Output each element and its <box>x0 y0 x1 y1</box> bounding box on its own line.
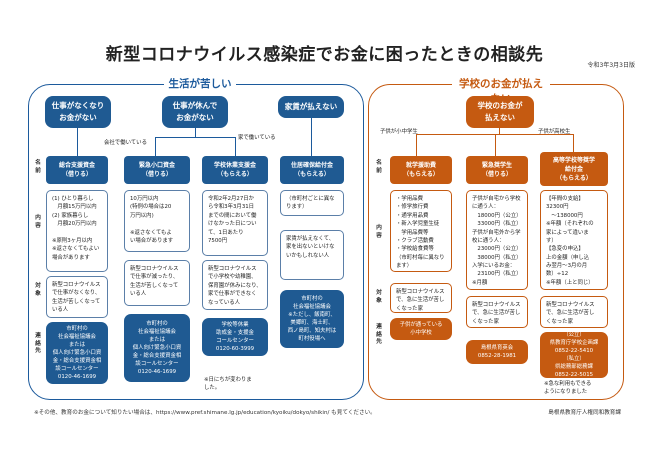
fund-content-school-aid: ・学用品費 ・修学旅行費 ・通学用品費 ・新入学児童生徒 学用品費等 ・クラブ活… <box>390 190 452 272</box>
fund-content-emergency-scholarship: 子供が自宅から学校 に通う人： 18000円（公立） 33000円（私立） 子供… <box>466 190 528 290</box>
fund-contact-general-support: 市町村の 社会福祉協議会 または 個人向け緊急小口資 金・総合支援資金相 談コー… <box>46 322 108 384</box>
left-section-title: 生活が苦しい <box>164 76 236 91</box>
label-high: 子供が高校生 <box>538 129 571 135</box>
row-label-name: 名 前 <box>35 160 41 174</box>
connector <box>495 134 497 156</box>
fund-name-emergency-loan: 緊急小口資金 （借りる） <box>124 156 190 184</box>
fund-target-high-school-benefit: 新型コロナウイルス で、急に生活が苦し くなった家 <box>540 296 608 328</box>
row-label-target: 対 象 <box>35 283 41 297</box>
fund-name-emergency-scholarship: 緊急奨学生 （借りる） <box>466 156 528 184</box>
fund-name-school-closure: 学校休業支援金 （もらえる） <box>202 156 268 184</box>
fund-target-emergency-scholarship: 新型コロナウイルス で、急に生活が苦し くなった家 <box>466 296 528 328</box>
row-label-content-right: 内 容 <box>376 225 382 239</box>
connector <box>77 128 79 156</box>
fund-note-school-closure: ※日にちが変わりま した。 <box>204 377 252 392</box>
edition-date: 令和3年3月3日版 <box>587 62 635 69</box>
fund-contact-high-school-benefit: （公立） 県教育庁学校企画課 0852-22-5410 （私立） 県総務部総務課… <box>540 332 608 378</box>
fund-note-high-school-benefit: ※急な利用もできる ようになりました <box>544 381 592 396</box>
fund-target-emergency-loan: 新型コロナウイルス で仕事が減ったり、 生活が苦しくなって いる人 <box>124 260 190 306</box>
fund-content-general-support: (1) ひとり暮らし 月額15万円以内 (2) 家族暮らし 月額20万円以内 ※… <box>46 190 108 272</box>
label-company-leave: 会社で働いている <box>104 140 147 146</box>
fund-name-school-aid: 就学援助費 （もらえる） <box>390 156 452 184</box>
footer-department: 島根県教育庁人権同和教育課 <box>548 410 621 416</box>
fund-name-high-school-benefit: 高等学校等奨学 給付金 （もらえる） <box>540 152 608 186</box>
fund-contact-school-closure: 学校等休業 助成金・支援金 コールセンター 0120-60-3999 <box>202 318 268 356</box>
row-label-target-right: 対 象 <box>376 290 382 304</box>
fund-target-school-closure: 新型コロナウイルス で小学校や幼稚園、 保育園が休みになり、 家で仕事ができなく… <box>202 260 268 310</box>
school-fee-box: 学校のお金が 払えない <box>466 96 534 128</box>
fund-contact-school-aid: 子供が通っている 小中学校 <box>390 318 452 340</box>
fund-name-general-support: 総合支援資金 （借りる） <box>46 156 108 184</box>
fund-content-emergency-loan: 10万円以内 (特例の場合は20 万円以内) ※返さなくてもよ い場合があります <box>124 190 190 252</box>
leave-box: 仕事が休んで お金がない <box>162 96 228 128</box>
no-work-box: 仕事がなくなり お金がない <box>45 96 111 128</box>
fund-contact-housing: 市町村の 社会福祉協議会 ※ただし、飯南町、 美郷町、海士町、 西ノ島町、知夫村… <box>280 290 344 348</box>
rent-box: 家賃が払えない <box>278 96 344 118</box>
row-label-contact-right: 連 絡 先 <box>376 324 382 346</box>
fund-content-high-school-benefit: 【年間の支給】 32300円 ～138000円 ※年額（それぞれの 家によって違… <box>540 190 608 290</box>
row-label-name-right: 名 前 <box>376 160 382 174</box>
row-label-contact: 連 絡 先 <box>35 333 41 355</box>
label-elementary: 子供が小中学生 <box>380 129 418 135</box>
fund-target-housing: 家賃が払えなくて、 家を出ないといけな いかもしれない人 <box>280 230 344 280</box>
connector <box>155 137 157 156</box>
fund-contact-emergency-scholarship: 島根県育英会 0852-28-1981 <box>466 340 528 364</box>
connector <box>235 137 237 156</box>
footer-note: ※その他、教育のお金について知りたい場合は、https://www.pref.s… <box>34 410 376 416</box>
fund-content-housing: （市町村ごとに異な ります） <box>280 190 344 216</box>
page-title: 新型コロナウイルス感染症でお金に困ったときの相談先 <box>105 45 544 65</box>
label-worked-at-home: 家で働いている <box>238 135 276 141</box>
connector <box>311 118 313 156</box>
fund-target-school-aid: 新型コロナウイルス で、急に生活が苦し くなった家 <box>390 283 452 313</box>
fund-contact-emergency-loan: 市町村の 社会福祉協議会 または 個人向け緊急小口資 金・総合支援資金相 談コー… <box>124 314 190 382</box>
fund-content-school-closure: 令和2年2月27日か ら令和3年3月31日 までの間において働 けなかった日につ… <box>202 190 268 256</box>
connector <box>499 128 501 134</box>
connector <box>195 128 197 137</box>
fund-name-housing: 住居確保給付金 （もらえる） <box>280 156 344 184</box>
row-label-content: 内 容 <box>35 215 41 229</box>
connector <box>155 137 235 139</box>
fund-target-general-support: 新型コロナウイルス で仕事がなくなり、 生活が苦しくなって いる人 <box>46 276 108 318</box>
connector <box>416 134 418 156</box>
connector <box>573 134 575 156</box>
